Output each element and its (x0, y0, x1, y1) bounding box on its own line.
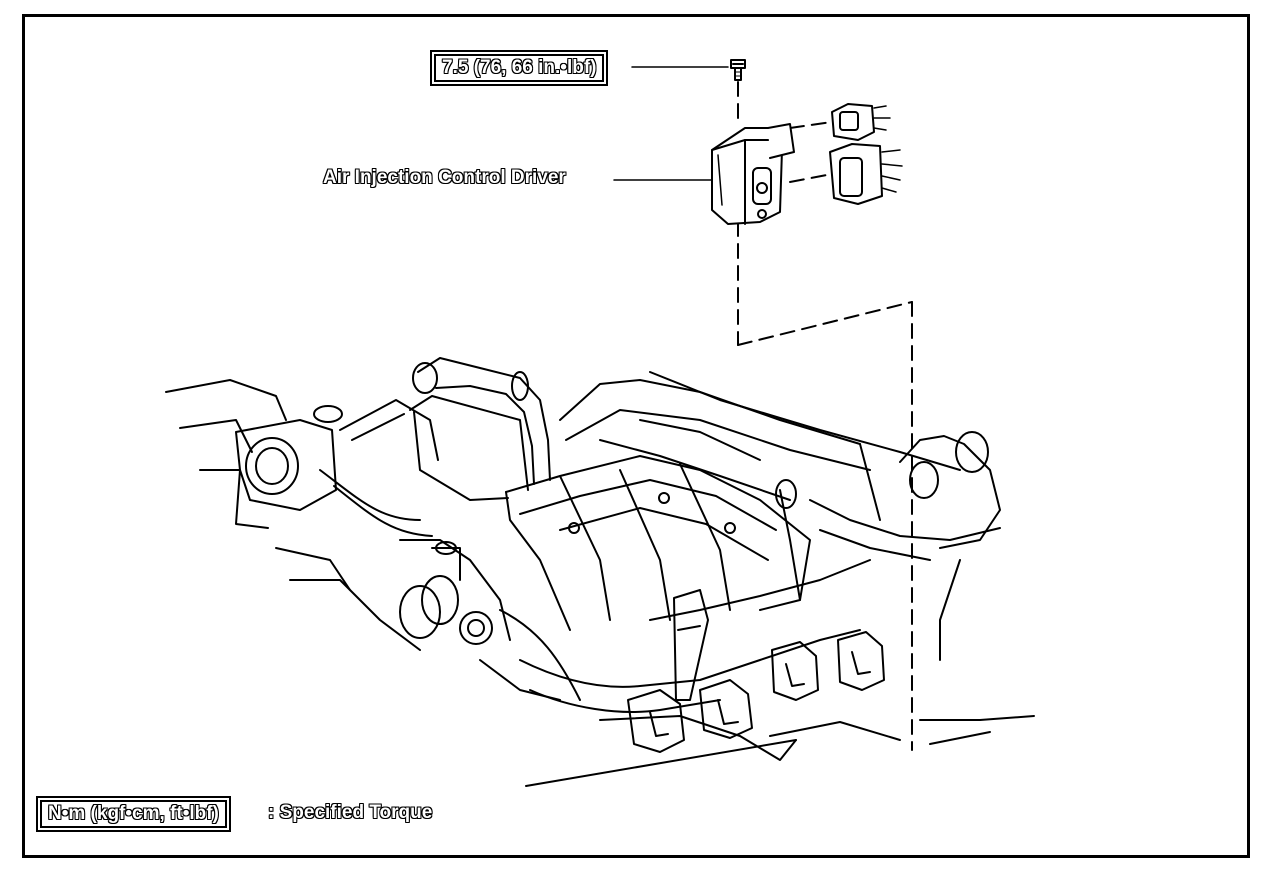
torque-legend-description: : Specified Torque (268, 802, 433, 823)
small-connector-icon (831, 103, 891, 141)
bolt-icon (730, 59, 746, 81)
engine-assembly (165, 357, 1035, 787)
ignition-coils (627, 631, 885, 753)
diagram-frame (22, 14, 1250, 858)
large-connector-icon (829, 143, 903, 205)
air-injection-driver-unit (711, 123, 795, 225)
install-path-dashed (737, 81, 913, 751)
torque-unit-legend-box: N•m (kgf•cm, ft•lbf) (36, 796, 231, 832)
torque-spec-callout: 7.5 (76, 66 in.•lbf) (429, 50, 609, 86)
air-injection-driver-label: Air Injection Control Driver (323, 167, 566, 188)
